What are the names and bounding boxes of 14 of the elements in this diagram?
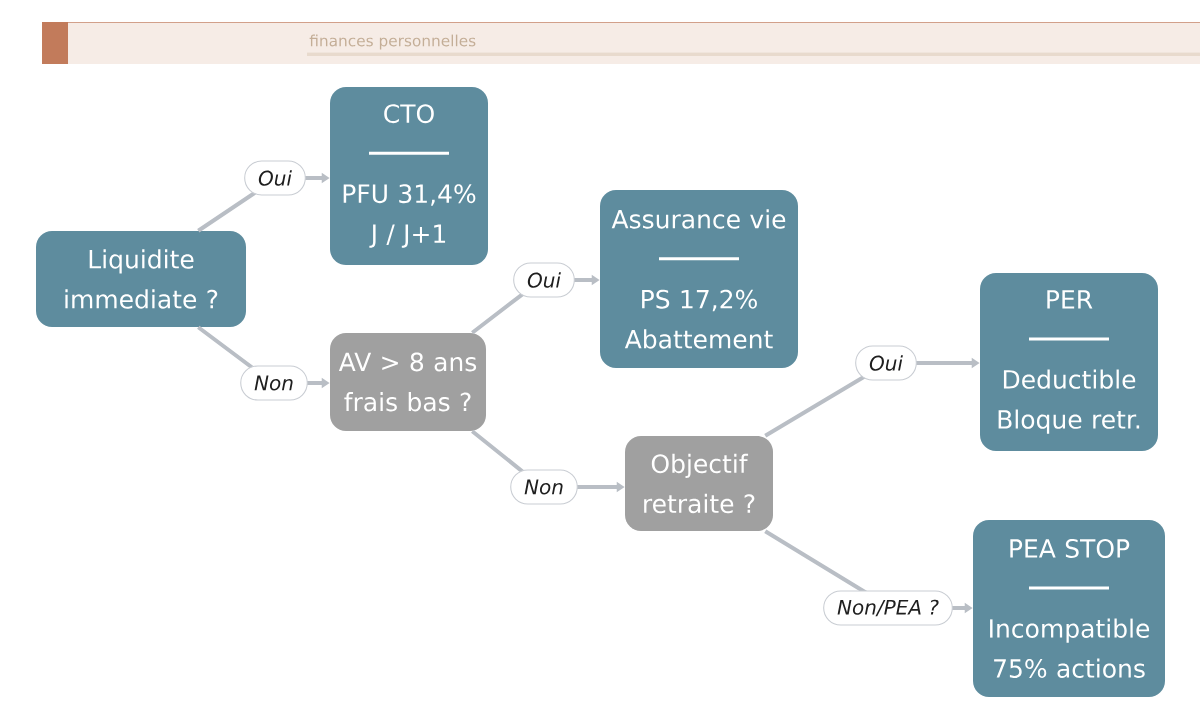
result-box: PEA STOP Incompatible 75% actions <box>973 520 1165 697</box>
decision-box: Objectif retraite ? <box>625 436 773 531</box>
edge-label: Non <box>240 365 308 401</box>
decision-box: Liquidite immediate ? <box>36 231 246 327</box>
edge-label: Oui <box>855 345 917 381</box>
tagline: finances personnelles <box>309 34 476 50</box>
edge-label: Non/PEA ? <box>823 590 953 626</box>
edge-label: Non <box>510 469 578 505</box>
decision-box: AV > 8 ans frais bas ? <box>330 333 486 431</box>
edge-label: Oui <box>513 262 575 298</box>
result-box: PER Deductible Bloque retr. <box>980 273 1158 451</box>
result-box: CTO PFU 31,4% J / J+1 <box>330 87 488 265</box>
edge-label: Oui <box>244 160 306 196</box>
result-box: Assurance vie PS 17,2% Abattement <box>600 190 798 368</box>
